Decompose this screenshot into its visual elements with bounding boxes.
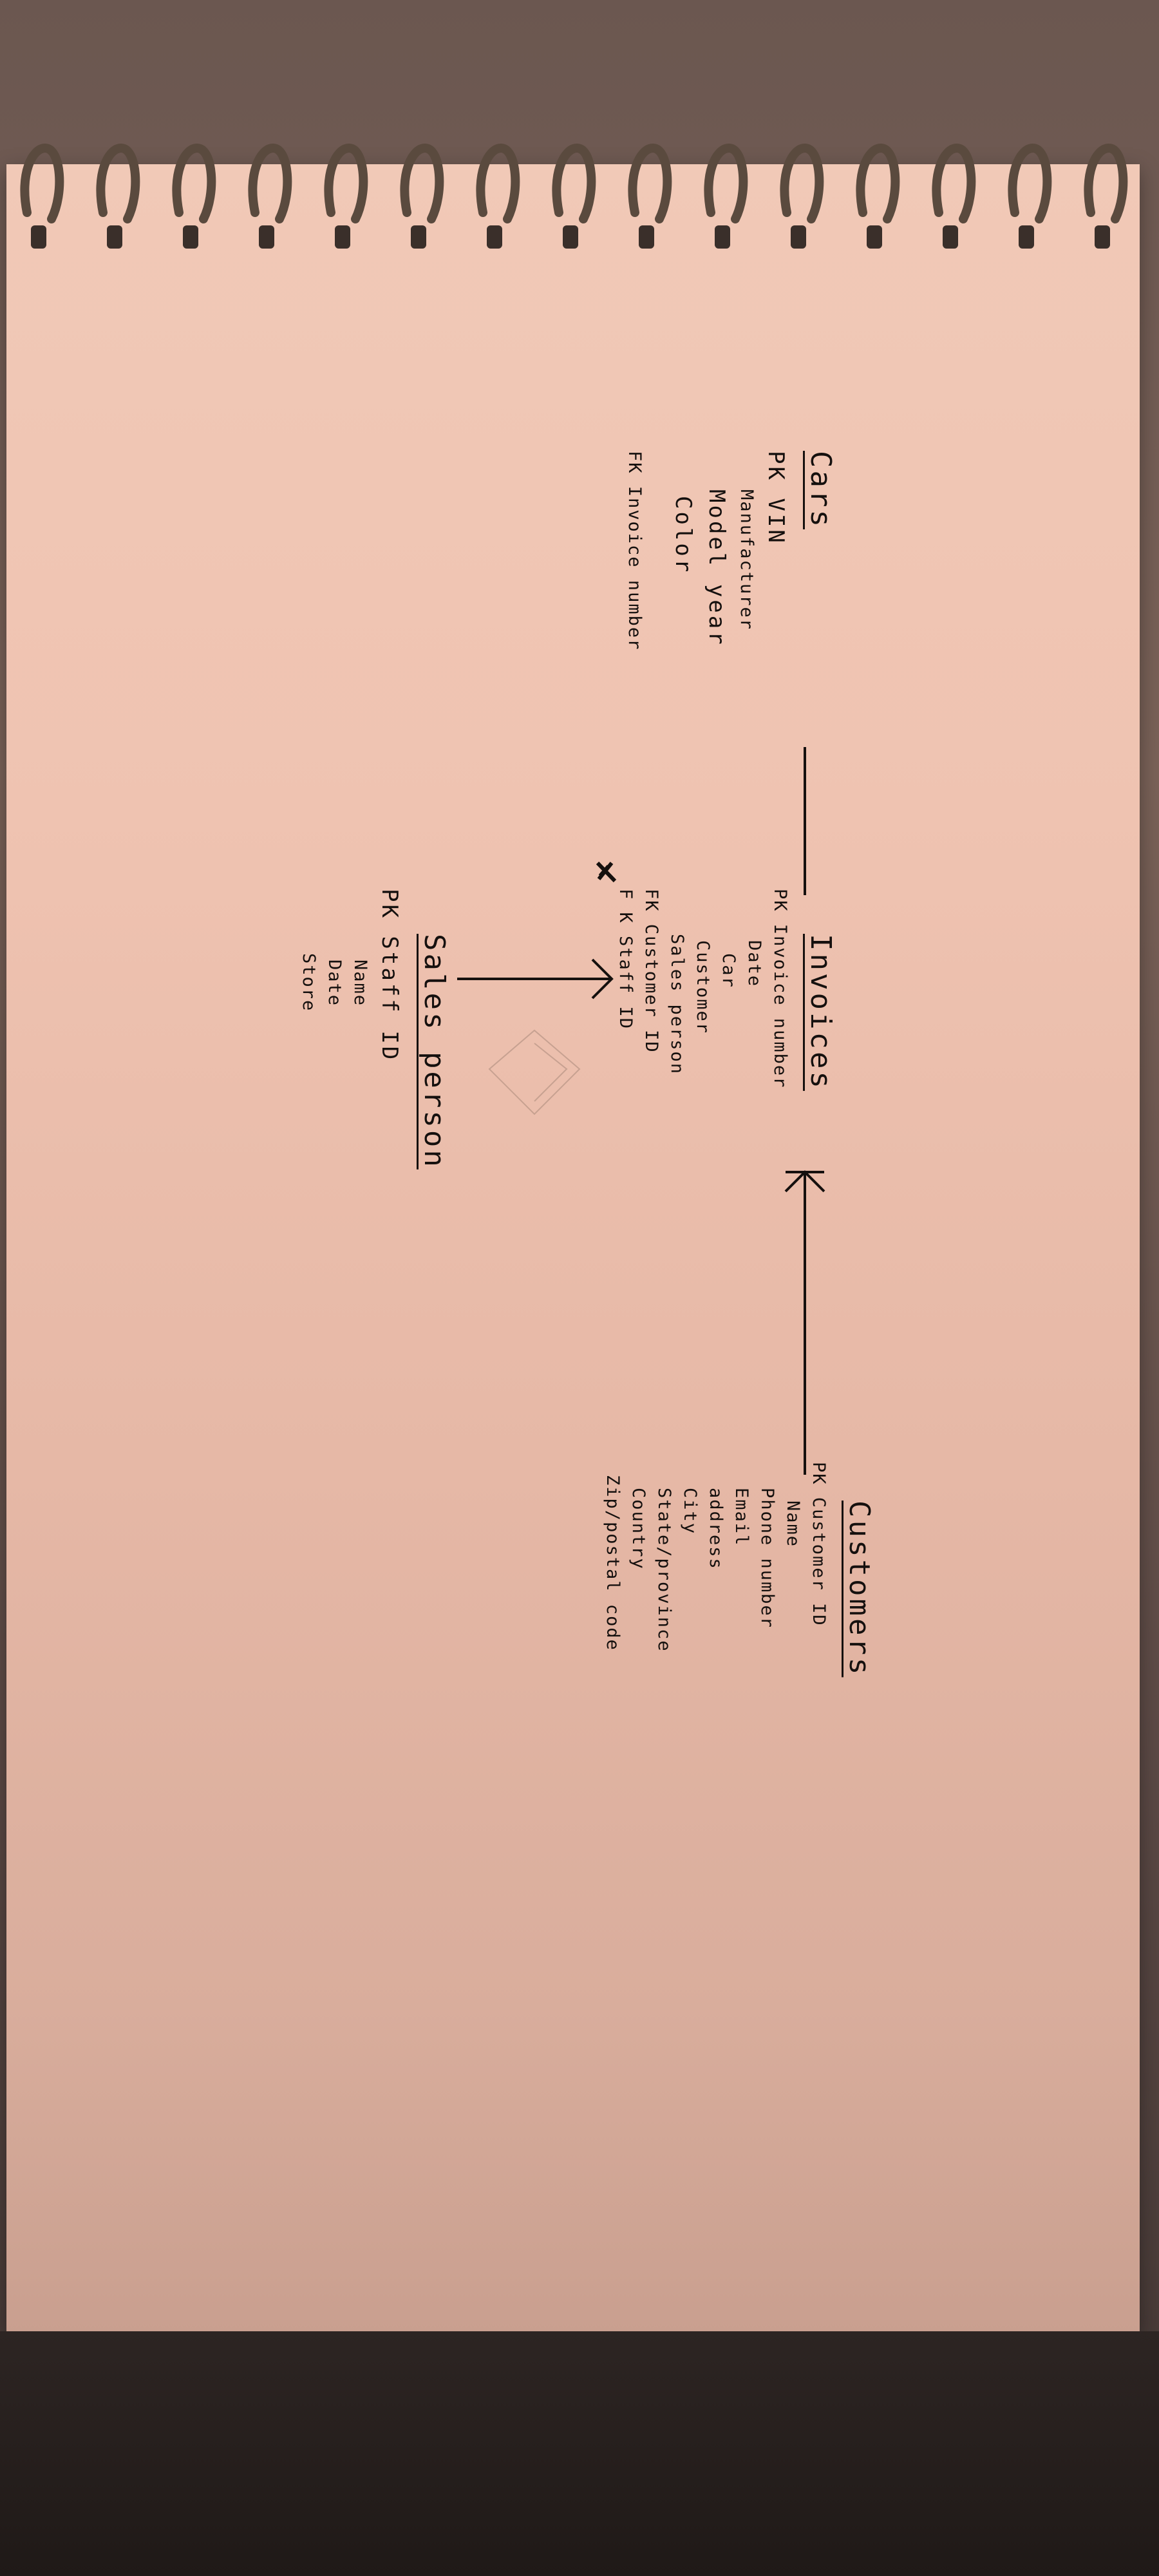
binding-hole	[867, 225, 882, 249]
customers-field-zip: Zip/postal code	[603, 1475, 623, 1651]
spiral-coil	[400, 143, 444, 223]
spiral-coil	[932, 143, 976, 223]
cars-field-manufacturer: Manufacturer	[737, 489, 757, 631]
spiral-coil	[780, 143, 824, 223]
spiral-coil	[248, 143, 292, 223]
binding-hole	[639, 225, 654, 249]
cars-field-fk-invoice: FK Invoice number	[625, 451, 645, 651]
invoices-title: Invoices	[804, 934, 837, 1091]
scratched-mark	[596, 861, 617, 883]
customers-field-address: address	[706, 1488, 726, 1570]
binding-hole	[259, 225, 274, 249]
crows-foot-invoices-customers	[784, 1170, 825, 1201]
er-diagram: Cars PK VIN Manufacturer Model year Colo…	[0, 451, 876, 1996]
entity-cars: Cars PK VIN Manufacturer Model year Colo…	[621, 451, 837, 650]
erased-diamond-sketch	[488, 1029, 581, 1115]
spiral-coil	[856, 143, 900, 223]
binding-hole	[183, 225, 198, 249]
notebook-page	[6, 164, 1140, 2334]
binding-hole	[31, 225, 46, 249]
spiral-coil	[552, 143, 596, 223]
binding-hole	[715, 225, 730, 249]
binding-hole	[1095, 225, 1110, 249]
binding-hole	[1019, 225, 1034, 249]
binding-hole	[107, 225, 122, 249]
binding-hole	[411, 225, 426, 249]
invoices-field-pk: PK Invoice number	[770, 889, 790, 1089]
entity-customers: Customers PK Customer ID Name Phone numb…	[599, 1462, 876, 1677]
spiral-coil	[20, 143, 64, 223]
cars-field-vin: PK VIN	[763, 451, 789, 545]
spiral-coil	[172, 143, 216, 223]
spiral-coil	[96, 143, 140, 223]
spiral-coil	[476, 143, 520, 223]
customers-field-name: Name	[783, 1501, 803, 1548]
relationship-lines	[457, 747, 825, 1475]
invoices-field-fk-customer: FK Customer ID	[641, 889, 661, 1054]
invoices-field-car: Car	[719, 953, 739, 989]
entity-sales-person: Sales person PK Staff ID Name Date Store	[296, 889, 451, 1170]
binding-hole	[943, 225, 958, 249]
entity-invoices: Invoices PK Invoice number Date Car Cust…	[612, 889, 837, 1091]
cars-title: Cars	[804, 451, 837, 529]
customers-field-email: Email	[731, 1488, 751, 1547]
salesperson-field-date: Date	[325, 960, 344, 1007]
customers-field-pk: PK Customer ID	[809, 1462, 829, 1627]
salesperson-field-pk: PK Staff ID	[377, 889, 402, 1063]
spiral-coil	[628, 143, 672, 223]
invoices-field-date: Date	[744, 940, 764, 988]
binding-hole	[335, 225, 350, 249]
salesperson-title: Sales person	[418, 934, 451, 1170]
binding-hole	[563, 225, 578, 249]
binding-hole	[791, 225, 806, 249]
cars-field-color: Color	[670, 496, 696, 575]
binding-hole	[487, 225, 502, 249]
cars-field-model-year: Model year	[704, 489, 730, 647]
salesperson-field-store: Store	[299, 953, 319, 1012]
spiral-binding	[20, 143, 1128, 249]
spiral-coil	[1084, 143, 1128, 223]
spiral-coil	[1008, 143, 1052, 223]
customers-field-country: Country	[628, 1488, 648, 1570]
salesperson-field-name: Name	[350, 960, 370, 1007]
invoices-field-customer: Customer	[693, 940, 713, 1035]
customers-field-phone: Phone number	[757, 1488, 777, 1629]
customers-field-state: State/province	[654, 1488, 674, 1653]
invoices-field-sales-person: Sales person	[667, 934, 687, 1075]
customers-field-city: City	[680, 1488, 700, 1535]
invoices-field-fk-staff: F K Staff ID	[616, 889, 636, 1030]
table-surface	[0, 2331, 1159, 2576]
spiral-coil	[324, 143, 368, 223]
customers-title: Customers	[843, 1501, 876, 1678]
spiral-coil	[704, 143, 748, 223]
crows-foot-salesperson-invoices	[583, 958, 614, 999]
